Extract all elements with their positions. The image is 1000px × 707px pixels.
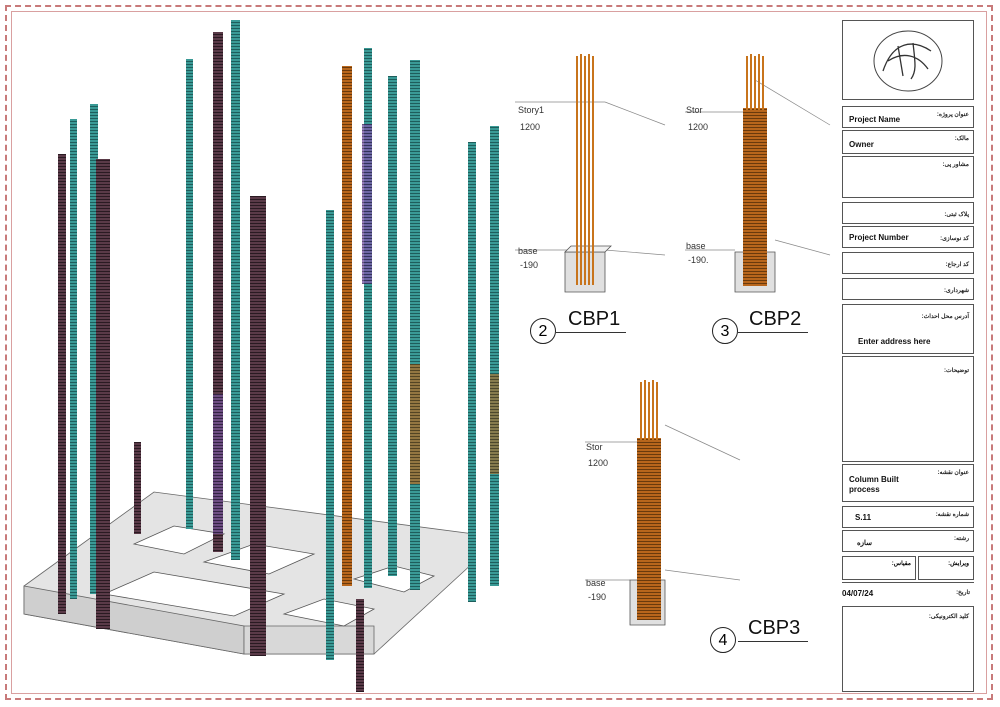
cbp2-base-level: base <box>686 241 706 251</box>
registry-label: پلاک ثبتی: <box>944 212 969 218</box>
project-title-cell: عنوان پروژه: Project Name <box>842 106 974 128</box>
owner-cell: مالک: Owner <box>842 130 974 154</box>
rebar-columns <box>58 20 499 692</box>
municipality-label: شهرداری: <box>943 288 969 294</box>
rebar-column <box>90 104 98 594</box>
detail-name-cbp2: CBP2 <box>749 308 802 330</box>
project-title-label: عنوان پروژه: <box>936 112 969 118</box>
drawing-number-cell: شماره نقشه: S.11 <box>842 506 974 528</box>
title-block: عنوان پروژه: Project Name مالک: Owner مش… <box>842 20 974 695</box>
e-key-label: کلید الکترونیکی: <box>928 614 969 620</box>
address-cell: آدرس محل احداث: Enter address here <box>842 304 974 354</box>
drawing-title-cell: عنوان نقشه: Column Built process <box>842 464 974 502</box>
discipline-label: رشته: <box>954 536 969 542</box>
owner-label: مالک: <box>954 136 969 142</box>
rebar-column <box>213 394 223 534</box>
date-label: تاریخ: <box>956 590 970 596</box>
drawing-number-label: شماره نقشه: <box>935 512 969 518</box>
detail-number-circle: 2 <box>530 318 556 344</box>
detail-cbp3-drawing <box>585 380 741 626</box>
detail-cbp1-drawing <box>515 54 666 293</box>
notes-cell: توضیحات: <box>842 356 974 462</box>
drawing-title-value: Column Built process <box>849 475 899 494</box>
consultant-cell: مشاور پی: <box>842 156 974 198</box>
rebar-column <box>410 364 420 484</box>
cbp3-top-elev: 1200 <box>588 458 609 468</box>
scale-cell: مقیاس: <box>842 556 916 580</box>
revision-label: ویرایش: <box>948 561 969 567</box>
detail-underline <box>556 332 626 333</box>
rebar-column <box>96 159 110 629</box>
project-title-value: Project Name <box>849 115 901 124</box>
rebar-column <box>58 154 66 614</box>
rebar-column <box>186 59 193 529</box>
registry-cell: پلاک ثبتی: <box>842 202 974 224</box>
project-code-value: Project Number <box>849 233 909 242</box>
cbp1-top-level: Story1 <box>518 105 545 115</box>
logo-box <box>842 20 974 100</box>
e-key-cell: کلید الکترونیکی: <box>842 606 974 692</box>
municipality-cell: شهرداری: <box>842 278 974 300</box>
cbp1-top-elev: 1200 <box>520 122 541 132</box>
consultant-label: مشاور پی: <box>942 162 969 168</box>
drawing-number-value: S.11 <box>855 513 872 522</box>
rebar-column <box>364 48 372 588</box>
sheet-border-dashed <box>5 5 993 700</box>
date-value: 04/07/24 <box>842 589 874 598</box>
cbp1-base-elev: -190 <box>520 260 539 270</box>
detail-name-cbp1: CBP1 <box>568 308 621 330</box>
signature-logo-icon <box>873 30 943 92</box>
discipline-value: سازه <box>857 540 873 547</box>
rebar-column <box>362 124 372 284</box>
rebar-column <box>468 142 476 602</box>
rebar-column <box>356 599 364 692</box>
cbp3-top-level: Stor <box>586 442 603 452</box>
rebar-column <box>490 374 499 474</box>
cbp3-base-elev: -190 <box>588 592 607 602</box>
detail-underline <box>738 332 808 333</box>
reference-cell: کد ارجاع: <box>842 252 974 274</box>
reference-label: کد ارجاع: <box>945 262 969 268</box>
rebar-column <box>326 210 334 660</box>
cbp3-base-level: base <box>586 578 606 588</box>
project-code-cell: کد نوسازی: Project Number <box>842 226 974 248</box>
owner-value: Owner <box>849 140 874 149</box>
rebar-column <box>231 20 240 560</box>
detail-number-circle: 3 <box>712 318 738 344</box>
notes-label: توضیحات: <box>943 368 969 374</box>
rebar-column <box>134 442 141 534</box>
rebar-column <box>70 119 77 599</box>
detail-number-circle: 4 <box>710 627 736 653</box>
rebar-column <box>342 66 352 586</box>
discipline-cell: رشته: سازه <box>842 530 974 552</box>
detail-cbp2-drawing <box>685 54 831 293</box>
scale-label: مقیاس: <box>891 561 911 567</box>
revision-cell: ویرایش: <box>918 556 974 580</box>
cbp2-top-level: Stor <box>686 105 703 115</box>
detail-name-cbp3: CBP3 <box>748 617 801 639</box>
date-cell: تاریخ: 04/07/24 <box>842 582 974 604</box>
rebar-column <box>490 126 499 586</box>
cbp1-base-level: base <box>518 246 538 256</box>
address-value: Enter address here <box>858 337 931 346</box>
rebar-column <box>213 32 223 552</box>
sheet-border-inner <box>11 11 987 694</box>
rebar-column <box>388 76 397 576</box>
address-label: آدرس محل احداث: <box>921 314 969 320</box>
rebar-column <box>250 196 266 656</box>
cbp2-top-elev: 1200 <box>688 122 709 132</box>
rebar-column <box>410 60 420 590</box>
detail-underline <box>738 641 808 642</box>
project-code-label: کد نوسازی: <box>940 236 969 242</box>
isometric-column-view <box>23 20 499 692</box>
drawing-title-label: عنوان نقشه: <box>937 470 969 476</box>
cbp2-base-elev: -190. <box>688 255 709 265</box>
